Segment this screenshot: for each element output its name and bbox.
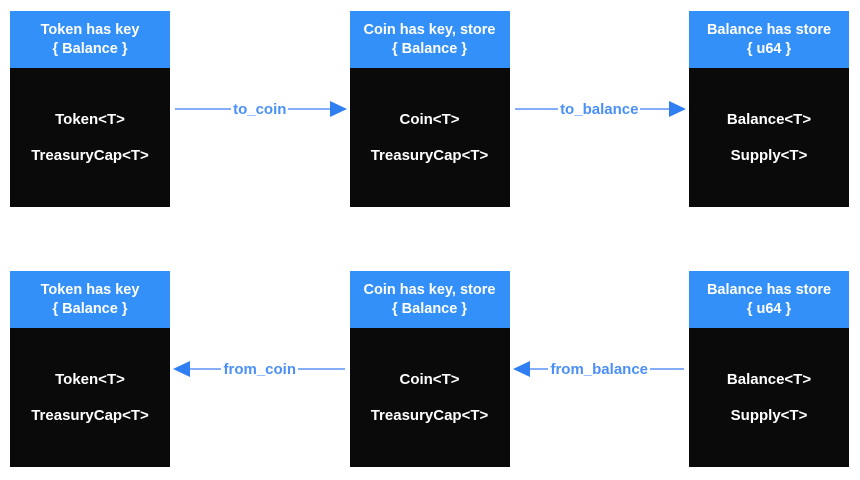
diagram-row-top: Token has key { Balance } Token<T> Treas…	[10, 11, 849, 207]
box-header: Coin has key, store { Balance }	[349, 11, 510, 68]
box-header-line2: { Balance }	[52, 300, 128, 317]
type-box-balance-top: Balance has store { u64 } Balance<T> Sup…	[689, 11, 849, 207]
box-body: Balance<T> Supply<T>	[689, 328, 849, 467]
box-header: Balance has store { u64 }	[689, 11, 849, 68]
type-box-balance-bottom: Balance has store { u64 } Balance<T> Sup…	[689, 271, 849, 467]
box-header: Token has key { Balance }	[10, 271, 170, 328]
type-item: Coin<T>	[399, 111, 460, 128]
arrowhead-left-icon	[173, 361, 190, 377]
box-header-line2: { Balance }	[392, 40, 467, 57]
type-item: Balance<T>	[726, 111, 812, 128]
type-box-token-bottom: Token has key { Balance } Token<T> Treas…	[10, 271, 170, 467]
box-header-line1: Balance has store	[706, 281, 832, 298]
type-item: TreasuryCap<T>	[370, 407, 489, 424]
box-body: Token<T> TreasuryCap<T>	[10, 68, 170, 207]
box-header-line2: { Balance }	[392, 300, 467, 317]
box-header-line1: Balance has store	[706, 21, 832, 38]
arrowhead-right-icon	[329, 101, 347, 117]
box-body: Coin<T> TreasuryCap<T>	[349, 68, 510, 207]
type-item: TreasuryCap<T>	[31, 147, 149, 164]
arrow-label: to_balance	[558, 100, 641, 118]
arrowhead-left-icon	[512, 361, 530, 377]
box-body: Token<T> TreasuryCap<T>	[10, 328, 170, 467]
type-box-coin-bottom: Coin has key, store { Balance } Coin<T> …	[349, 271, 510, 467]
arrow-label: to_coin	[231, 100, 289, 118]
arrow-from-coin: from_coin	[170, 271, 350, 467]
diagram-row-bottom: Token has key { Balance } Token<T> Treas…	[10, 271, 849, 467]
type-item: Token<T>	[55, 111, 125, 128]
type-box-token-top: Token has key { Balance } Token<T> Treas…	[10, 11, 170, 207]
type-box-coin-top: Coin has key, store { Balance } Coin<T> …	[349, 11, 510, 207]
arrow-label: from_coin	[221, 360, 298, 378]
box-header-line1: Token has key	[40, 281, 140, 298]
type-item: Coin<T>	[399, 371, 460, 388]
type-item: Token<T>	[55, 371, 125, 388]
box-header: Token has key { Balance }	[10, 11, 170, 68]
arrow-label: from_balance	[548, 360, 651, 378]
box-header-line1: Token has key	[40, 21, 140, 38]
arrowhead-right-icon	[669, 101, 686, 117]
arrow-to-coin: to_coin	[170, 11, 350, 207]
type-item: Supply<T>	[730, 147, 808, 164]
box-header-line2: { u64 }	[746, 40, 792, 57]
arrow-from-balance: from_balance	[510, 271, 690, 467]
box-body: Balance<T> Supply<T>	[689, 68, 849, 207]
arrow-to-balance: to_balance	[510, 11, 690, 207]
box-header-line1: Coin has key, store	[363, 281, 496, 298]
type-item: Balance<T>	[726, 371, 812, 388]
type-item: Supply<T>	[730, 407, 808, 424]
box-header: Balance has store { u64 }	[689, 271, 849, 328]
box-header: Coin has key, store { Balance }	[349, 271, 510, 328]
type-item: TreasuryCap<T>	[31, 407, 149, 424]
box-body: Coin<T> TreasuryCap<T>	[349, 328, 510, 467]
type-item: TreasuryCap<T>	[370, 147, 489, 164]
box-header-line2: { u64 }	[746, 300, 792, 317]
box-header-line2: { Balance }	[52, 40, 128, 57]
box-header-line1: Coin has key, store	[363, 21, 496, 38]
